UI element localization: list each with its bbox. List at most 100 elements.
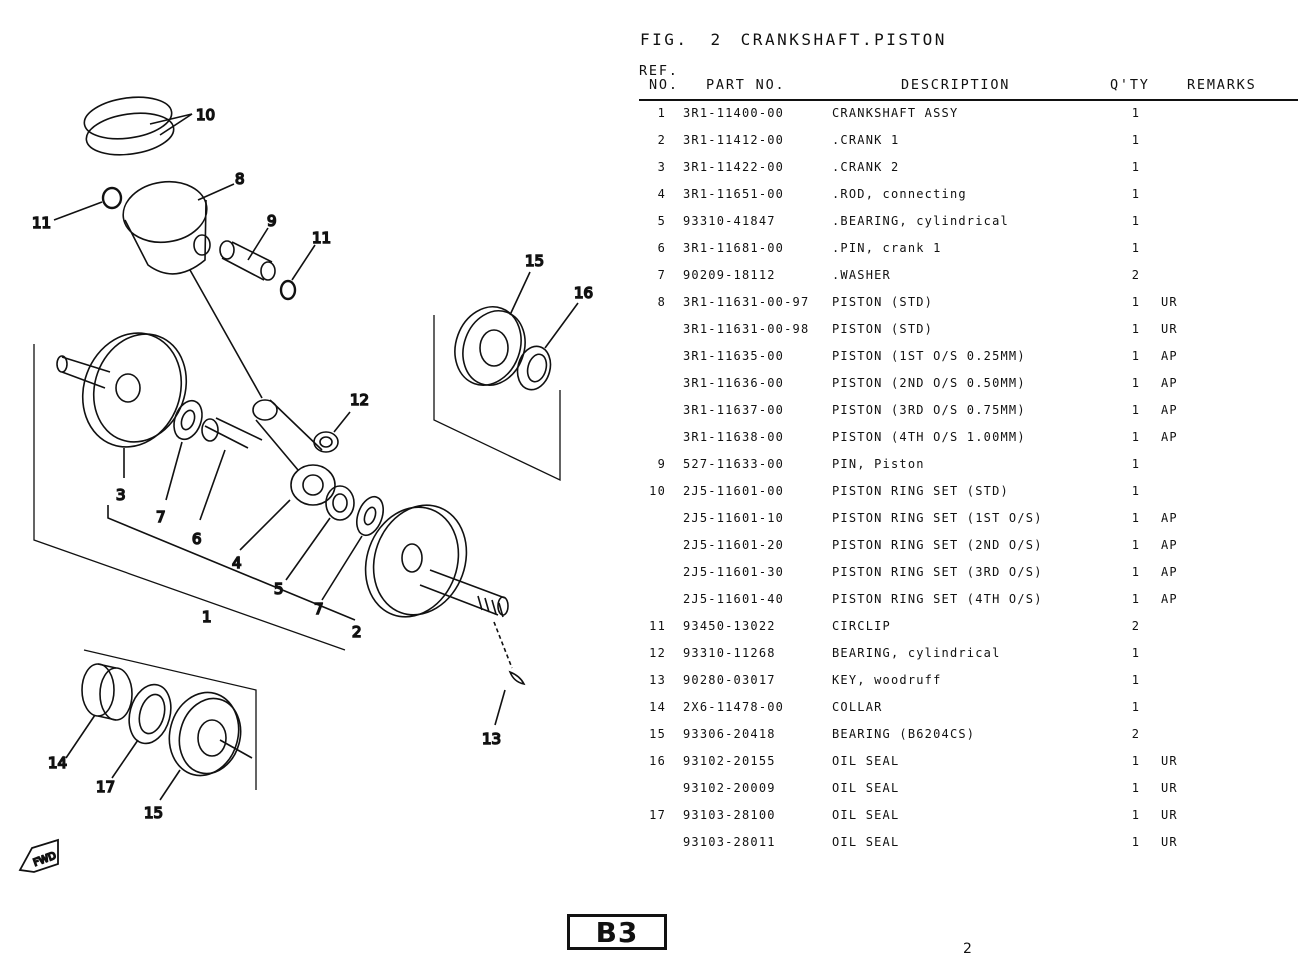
description: PISTON RING SET (4TH O/S) xyxy=(832,592,1043,606)
callout-2: 2 xyxy=(352,623,362,641)
part-no: 3R1-11651-00 xyxy=(683,187,785,201)
description: PIN, Piston xyxy=(832,457,925,471)
ref-no: 8 xyxy=(657,295,666,309)
description: PISTON RING SET (STD) xyxy=(832,484,1009,498)
ref-no: 9 xyxy=(657,457,666,471)
small-bearing-part xyxy=(313,411,351,453)
remarks: UR xyxy=(1161,835,1178,849)
remarks: UR xyxy=(1161,808,1178,822)
description: OIL SEAL xyxy=(832,835,900,849)
description: CRANKSHAFT ASSY xyxy=(832,106,959,120)
description: COLLAR xyxy=(832,700,883,714)
qty: 1 xyxy=(1131,781,1141,795)
main-bearing-bottom-part xyxy=(159,691,253,801)
description: .BEARING, cylindrical xyxy=(832,214,1009,228)
ref-no: 1 xyxy=(657,106,666,120)
figure-name: CRANKSHAFT.PISTON xyxy=(740,30,947,49)
part-no: 3R1-11637-00 xyxy=(683,403,785,417)
table-row: 93103-28011 OIL SEAL 1 UR xyxy=(0,835,1306,855)
part-no: 3R1-11681-00 xyxy=(683,241,785,255)
col-desc-header: DESCRIPTION xyxy=(901,77,1011,93)
qty: 1 xyxy=(1131,430,1141,444)
callout-7-left: 7 xyxy=(156,508,166,526)
figure-number: 2 xyxy=(710,30,723,49)
big-end-bearing-part xyxy=(285,485,355,581)
callout-5: 5 xyxy=(274,580,284,598)
qty: 1 xyxy=(1131,673,1141,687)
description: KEY, woodruff xyxy=(832,673,942,687)
ref-no: 4 xyxy=(657,187,666,201)
description: PISTON (3RD O/S 0.75MM) xyxy=(832,403,1026,417)
qty: 1 xyxy=(1131,511,1141,525)
description: OIL SEAL xyxy=(832,781,900,795)
figure-title: FIG. 2 CRANKSHAFT.PISTON xyxy=(640,30,947,49)
description: PISTON (STD) xyxy=(832,322,934,336)
part-no: 93103-28011 xyxy=(683,835,776,849)
ref-no: 10 xyxy=(649,484,666,498)
crank-pin-part xyxy=(199,417,263,521)
qty: 2 xyxy=(1131,727,1141,741)
qty: 2 xyxy=(1131,268,1141,282)
callout-11-left: 11 xyxy=(32,214,51,232)
qty: 1 xyxy=(1131,808,1141,822)
part-no: 2J5-11601-10 xyxy=(683,511,785,525)
qty: 1 xyxy=(1131,484,1141,498)
part-no: 3R1-11636-00 xyxy=(683,376,785,390)
callout-17: 17 xyxy=(96,778,115,796)
qty: 1 xyxy=(1131,322,1141,336)
remarks: UR xyxy=(1161,781,1178,795)
callout-6: 6 xyxy=(192,530,202,548)
figure-label: FIG. xyxy=(640,30,689,49)
remarks: AP xyxy=(1161,565,1178,579)
part-no: 3R1-11638-00 xyxy=(683,430,785,444)
callout-12: 12 xyxy=(350,391,369,409)
ref-no: 7 xyxy=(657,268,666,282)
callout-8: 8 xyxy=(235,170,245,188)
part-no: 93306-20418 xyxy=(683,727,776,741)
qty: 1 xyxy=(1131,565,1141,579)
part-no: 90209-18112 xyxy=(683,268,776,282)
qty: 1 xyxy=(1131,160,1141,174)
qty: 1 xyxy=(1131,592,1141,606)
ref-no: 13 xyxy=(649,673,666,687)
col-ref-line2: NO. xyxy=(649,77,679,93)
ref-no: 5 xyxy=(657,214,666,228)
callout-7-right: 7 xyxy=(314,600,324,618)
qty: 1 xyxy=(1131,457,1141,471)
description: OIL SEAL xyxy=(832,808,900,822)
ref-no: 11 xyxy=(649,619,666,633)
callout-4: 4 xyxy=(232,554,242,572)
qty: 1 xyxy=(1131,646,1141,660)
part-no: 93450-13022 xyxy=(683,619,776,633)
collar-part xyxy=(65,663,133,759)
qty: 1 xyxy=(1131,349,1141,363)
part-no: 2J5-11601-40 xyxy=(683,592,785,606)
piston-part xyxy=(122,180,235,275)
description: .CRANK 1 xyxy=(832,133,900,147)
qty: 1 xyxy=(1131,835,1141,849)
header-rule xyxy=(639,99,1298,101)
callout-14: 14 xyxy=(48,754,67,772)
circlip-left-part xyxy=(101,186,123,210)
washer-left-part xyxy=(165,399,203,501)
qty: 1 xyxy=(1131,295,1141,309)
piston-rings-part xyxy=(83,96,193,156)
col-qty-header: Q'TY xyxy=(1110,77,1150,93)
remarks: UR xyxy=(1161,322,1178,336)
